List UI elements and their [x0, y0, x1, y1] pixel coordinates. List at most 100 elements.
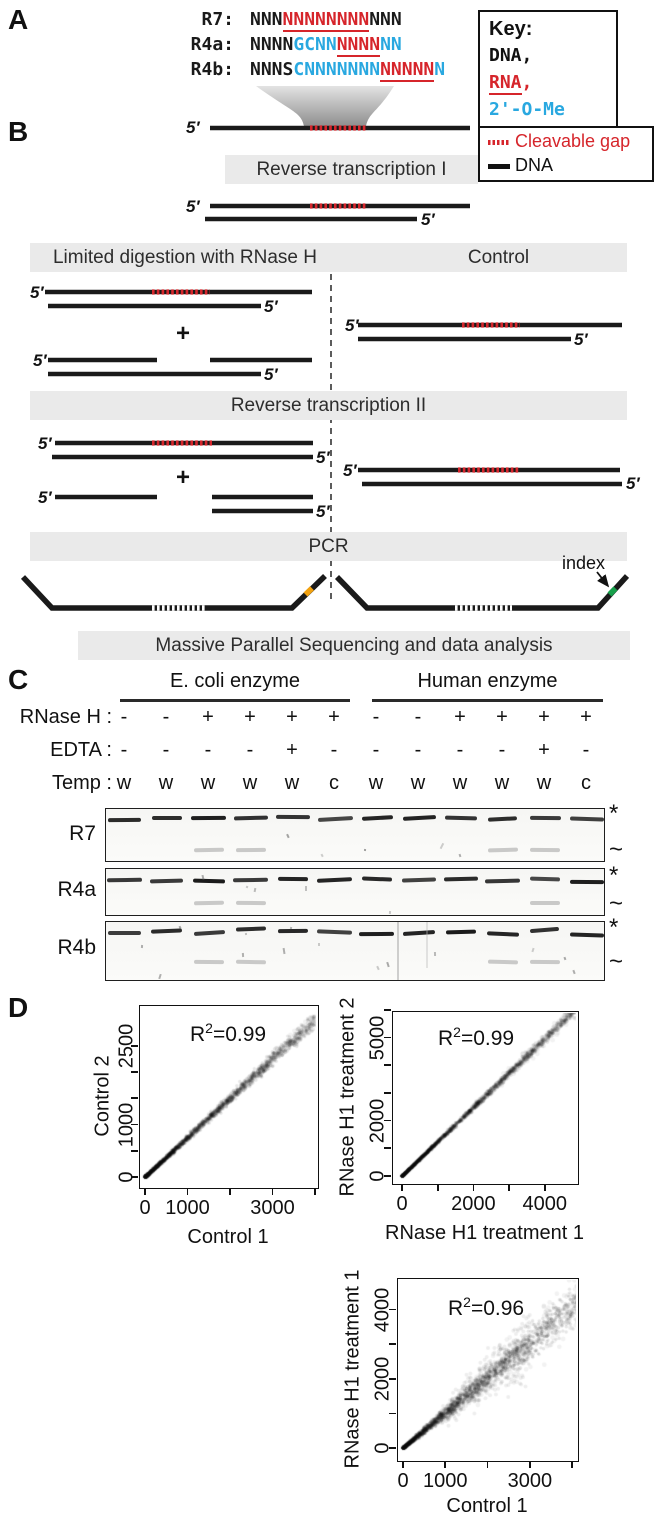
five-prime-label: 5′ — [38, 488, 52, 507]
full-length-marker: * — [609, 862, 619, 889]
lane-value: w — [452, 772, 468, 794]
lane-value: w — [536, 772, 552, 794]
x-tick-label: 1000 — [165, 1197, 210, 1219]
lane-value: w — [158, 772, 174, 794]
pcr-product-right — [334, 574, 630, 611]
gel-band — [192, 878, 226, 884]
gel-band — [233, 815, 269, 821]
seq-segment-rna: NNNN — [336, 34, 381, 57]
x-axis-title: Control 1 — [446, 1495, 528, 1517]
lane-value: c — [581, 772, 591, 794]
y-axis-title: RNase H1 treatment 1 — [341, 1269, 364, 1469]
workflow-diagram — [20, 86, 630, 611]
five-prime-label: 5′ — [30, 283, 44, 302]
five-prime-label: 5′ — [264, 365, 278, 384]
gel-streak — [397, 922, 399, 980]
lane-value: - — [498, 739, 506, 761]
full-length-marker: * — [609, 800, 619, 827]
gel-faint-band — [193, 847, 225, 852]
five-prime-label: 5′ — [186, 197, 200, 216]
gel-band — [108, 930, 142, 936]
adapter-orange-segment — [303, 586, 314, 597]
y-tick-label: 4000 — [371, 1287, 394, 1332]
lane-value: + — [454, 706, 466, 728]
lane-value: w — [242, 772, 258, 794]
cleaved-marker: ~ — [609, 836, 624, 863]
y-axis-title: Control 2 — [91, 1055, 114, 1137]
gel-band — [317, 928, 353, 935]
lane-value: - — [204, 739, 212, 761]
gel-speckle — [531, 947, 535, 952]
x-tick — [508, 1184, 510, 1191]
condition-row-label: Temp : — [51, 772, 112, 794]
gel-band — [529, 877, 560, 883]
banner-reverse-transcription-1: Reverse transcription I — [225, 155, 478, 184]
gel-band — [277, 929, 309, 934]
x-tick-label: 2000 — [451, 1193, 496, 1215]
lane-value: - — [372, 706, 380, 728]
r-squared-label: R2=0.99 — [190, 1020, 266, 1047]
gel-band — [235, 926, 266, 933]
index-arrow — [596, 571, 610, 588]
scatter-canvas — [393, 1012, 576, 1182]
gel-speckle — [572, 969, 576, 975]
x-tick — [144, 1188, 146, 1195]
scatter-canvas — [140, 1006, 316, 1186]
x-tick — [314, 1188, 316, 1195]
banner-sequencing: Massive Parallel Sequencing and data ana… — [78, 631, 630, 660]
y-tick — [131, 1176, 138, 1178]
y-tick — [389, 1412, 396, 1415]
x-axis-title: RNase H1 treatment 1 — [385, 1222, 584, 1244]
x-tick — [571, 1461, 574, 1468]
diagram-key-box: Cleavable gap DNA — [478, 126, 654, 182]
gel-band — [151, 816, 183, 821]
scatter-canvas — [398, 1279, 576, 1459]
y-tick — [389, 1447, 396, 1449]
five-prime-label: 5′ — [421, 210, 435, 229]
lane-value: - — [414, 739, 422, 761]
gel-faint-band — [529, 959, 561, 964]
panel-b-letter: B — [8, 116, 29, 147]
seq-segment-ome: N — [434, 59, 446, 80]
five-prime-label: 5′ — [186, 118, 200, 137]
y-tick — [131, 1044, 138, 1047]
lane-value: - — [456, 739, 464, 761]
gel-band — [570, 932, 604, 939]
gel-band — [529, 815, 561, 821]
r-squared-part: =0.96 — [470, 1297, 525, 1320]
lane-value: c — [329, 772, 339, 794]
x-tick — [436, 1184, 439, 1191]
y-tick-label: 5000 — [366, 1015, 389, 1060]
gel-faint-band — [193, 959, 225, 964]
dna-strands — [45, 125, 622, 514]
lane-value: - — [330, 739, 338, 761]
lane-value: + — [286, 739, 298, 761]
y-tick — [131, 1149, 138, 1152]
pcr-product-left — [20, 573, 327, 611]
gel-band — [107, 878, 143, 883]
y-tick-label: 1000 — [115, 1102, 138, 1147]
y-axis-title: RNase H1 treatment 2 — [336, 997, 359, 1197]
key-cleavable-gap-row: Cleavable gap — [488, 130, 644, 154]
gel-band — [151, 928, 183, 934]
five-prime-label: 5′ — [316, 448, 330, 467]
gel-speckle — [439, 843, 444, 850]
condition-row-label: RNase H : — [19, 706, 112, 728]
gel-band — [317, 816, 353, 823]
sequence-text: NNNSCNNNNNNNNNNNNN — [250, 57, 445, 82]
gel-speckle — [242, 952, 245, 957]
gel-faint-band — [530, 901, 560, 905]
r-squared-part: R — [438, 1027, 454, 1050]
gel-speckle — [305, 885, 308, 892]
gel-speckle — [289, 926, 292, 930]
y-tick-label: 2000 — [371, 1356, 394, 1402]
gel-speckle — [201, 874, 205, 880]
r-squared-part: 2 — [453, 1024, 461, 1040]
lane-value: w — [494, 772, 510, 794]
x-tick-label: 0 — [139, 1197, 151, 1219]
y-tick — [384, 1064, 391, 1067]
gel-streak — [426, 922, 428, 969]
key-item-ome: 2'-O-Me — [489, 99, 565, 120]
key-items: DNA,RNA,2'-O-Me — [489, 42, 607, 123]
key-dna-row: DNA — [488, 154, 644, 178]
